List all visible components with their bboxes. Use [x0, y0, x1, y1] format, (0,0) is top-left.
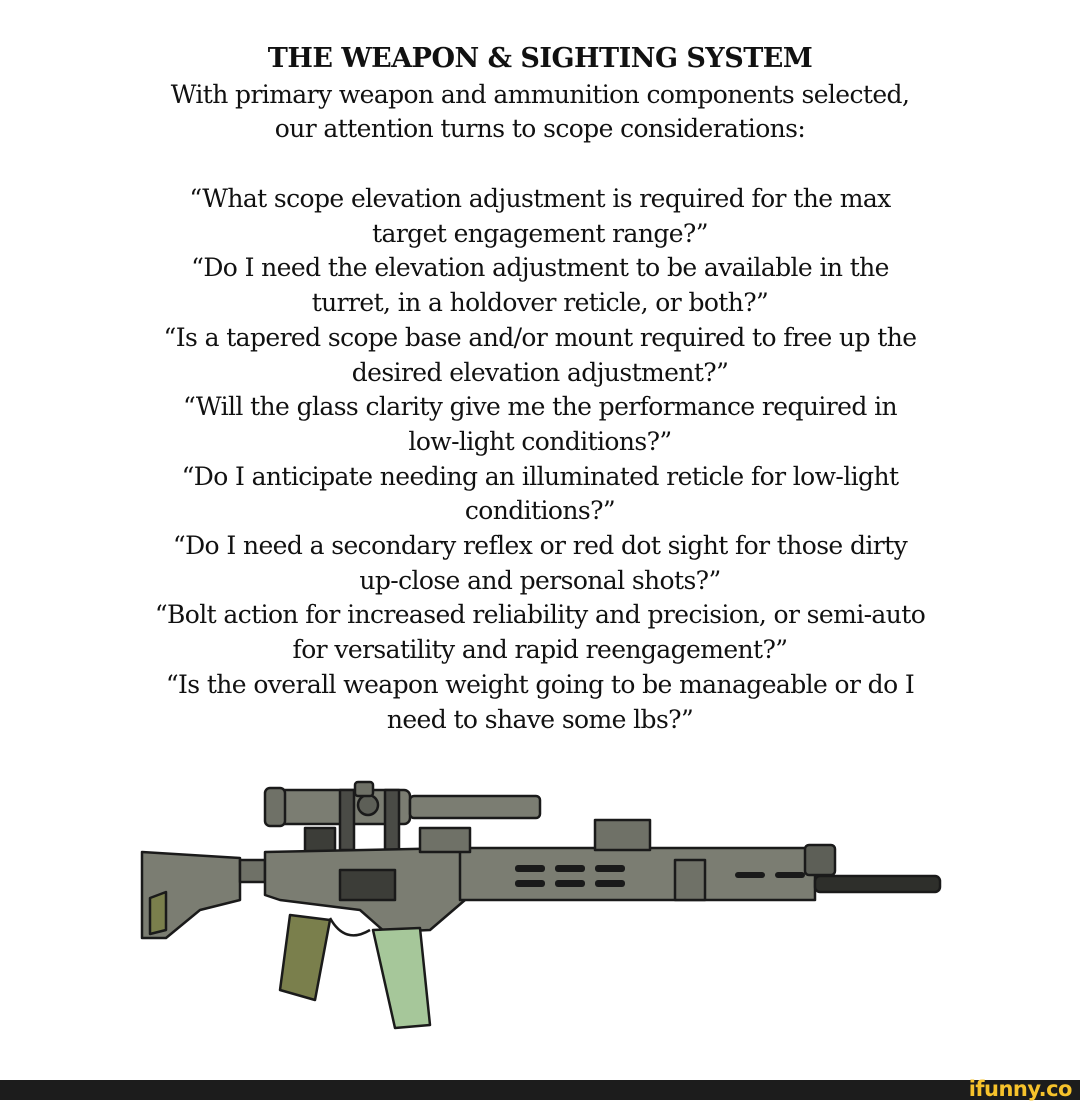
- question-line: conditions?”: [464, 496, 616, 526]
- question-line: desired elevation adjustment?”: [351, 357, 729, 387]
- question-line: “Do I need the elevation adjustment to b…: [191, 253, 889, 283]
- question-line: “Do I anticipate needing an illuminated …: [181, 461, 899, 491]
- question-line: “What scope elevation adjustment is requ…: [189, 184, 891, 213]
- question-line: “Do I need a secondary reflex or red dot…: [172, 531, 908, 561]
- question-line: up-close and personal shots?”: [359, 565, 721, 595]
- question-line: low-light conditions?”: [408, 426, 672, 456]
- barrel-icon: [813, 874, 942, 894]
- intro-line: our attention turns to scope considerati…: [274, 114, 806, 143]
- questions-list: “What scope elevation adjustment is requ…: [0, 182, 1080, 737]
- question-line: “Bolt action for increased reliability a…: [154, 600, 926, 630]
- scope-icon: [263, 780, 542, 860]
- question-line: “Is a tapered scope base and/or mount re…: [163, 322, 917, 352]
- magazine-icon: [371, 926, 432, 1030]
- question-line: need to shave some lbs?”: [386, 704, 694, 734]
- rifle-illustration: [140, 780, 942, 1030]
- footer-bar: ifunny.co: [0, 1077, 1080, 1101]
- grip-icon: [278, 913, 332, 1002]
- question-line: target engagement range?”: [372, 218, 708, 248]
- intro-line: With primary weapon and ammunition compo…: [170, 80, 910, 109]
- question-line: “Will the glass clarity give me the perf…: [183, 392, 898, 422]
- document-title: THE WEAPON & SIGHTING SYSTEM: [267, 43, 813, 74]
- question-line: turret, in a holdover reticle, or both?”: [311, 288, 769, 318]
- question-line: for versatility and rapid reengagement?”: [292, 635, 789, 665]
- intro-text: With primary weapon and ammunition compo…: [0, 78, 1080, 146]
- ifunny-watermark: ifunny.co: [968, 1077, 1073, 1101]
- question-line: “Is the overall weapon weight going to b…: [165, 669, 915, 699]
